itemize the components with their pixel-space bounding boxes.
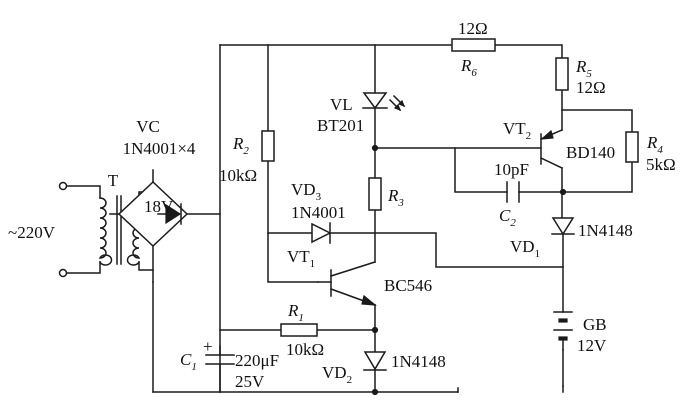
c2-left-lead xyxy=(454,147,508,193)
junction-dot xyxy=(371,326,379,334)
junction-dot xyxy=(559,188,567,196)
c1-voltage-label: 25V xyxy=(235,372,265,391)
c1-label: C1 xyxy=(180,350,197,373)
vt2-emitter-arrow-icon xyxy=(540,129,554,140)
r6-value-label: 12Ω xyxy=(458,19,488,38)
vt1-label: VT1 xyxy=(287,247,315,270)
r4-resistor xyxy=(625,131,639,163)
r5-value-label: 12Ω xyxy=(576,78,606,97)
gb-battery xyxy=(553,311,573,387)
r4-value-label: 5kΩ xyxy=(646,155,676,174)
diode-icon xyxy=(311,222,332,244)
vt2-part-label: BD140 xyxy=(566,143,615,162)
r3-resistor xyxy=(368,177,382,211)
secondary-voltage-label: 18V xyxy=(144,197,174,216)
transformer-core xyxy=(116,195,122,265)
vt1-collector xyxy=(330,261,376,277)
junction-dot xyxy=(371,388,379,396)
vl-led xyxy=(362,92,406,112)
junctions xyxy=(371,144,567,396)
battery-plate-short xyxy=(558,318,568,323)
vd2-label: VD2 xyxy=(322,363,352,386)
vc-part-label: 1N4001×4 xyxy=(123,139,196,158)
r2-label: R2 xyxy=(232,134,249,157)
mains-terminal xyxy=(58,268,68,278)
vl-part-label: BT201 xyxy=(317,116,364,135)
c1-plus-label: + xyxy=(203,337,213,356)
vt2-label: VT2 xyxy=(503,119,531,142)
c2-label: C2 xyxy=(499,206,516,229)
wires xyxy=(109,44,633,393)
c1-value-label: 220μF xyxy=(235,351,279,370)
r1-label: R1 xyxy=(287,301,304,324)
vt2-transistor xyxy=(540,129,563,169)
r4-top-lead xyxy=(561,89,633,133)
mains-input xyxy=(58,181,101,278)
bridge-rectifier xyxy=(117,180,189,283)
led-arrow-icon xyxy=(393,99,406,112)
vd3-right-lead xyxy=(329,232,564,268)
vd2-part-label: 1N4148 xyxy=(391,352,446,371)
mains-terminal xyxy=(58,181,68,191)
vd3-label: VD3 xyxy=(291,180,322,203)
diode-icon xyxy=(551,217,575,236)
diode-icon xyxy=(363,351,387,371)
vt1-emitter-arrow-icon xyxy=(361,294,377,306)
secondary-bottom-lead xyxy=(138,261,154,271)
primary-bottom-lead xyxy=(66,261,101,274)
transformer-label: T xyxy=(108,171,119,190)
r2-bottom-lead xyxy=(267,160,319,283)
gb-voltage-label: 12V xyxy=(577,336,607,355)
vd3-part-label: 1N4001 xyxy=(291,203,346,222)
r2-resistor xyxy=(261,130,275,162)
r6-resistor xyxy=(451,38,496,52)
mains-label: ~220V xyxy=(8,223,56,242)
vt1-transistor xyxy=(317,261,377,306)
vc-label: VC xyxy=(136,117,160,136)
labels: VC 1N4001×4 ~220V T 18V R2 10kΩ VD3 1N40… xyxy=(8,19,676,391)
led-icon xyxy=(362,92,388,110)
vd2-diode xyxy=(363,351,387,371)
junction-dot xyxy=(371,144,379,152)
r5-resistor xyxy=(555,57,569,91)
r6-label: R6 xyxy=(460,56,477,79)
c2-right-lead xyxy=(518,161,633,193)
vd3-diode xyxy=(311,222,332,244)
vt1-part-label: BC546 xyxy=(384,276,432,295)
gb-label: GB xyxy=(583,315,607,334)
top-rail-right xyxy=(494,44,563,59)
vd1-diode xyxy=(551,217,575,236)
primary-top-lead xyxy=(66,185,101,199)
vt2-collector xyxy=(540,157,563,169)
r4-label: R4 xyxy=(646,133,663,156)
r1-value-label: 10kΩ xyxy=(286,340,324,359)
c2-capacitor xyxy=(506,181,520,203)
r3-label: R3 xyxy=(387,186,404,209)
vl-label: VL xyxy=(330,95,353,114)
r1-resistor xyxy=(280,323,318,337)
r5-label: R5 xyxy=(575,57,592,80)
c2-value-label: 10pF xyxy=(494,160,529,179)
vd1-part-label: 1N4148 xyxy=(578,221,633,240)
primary-winding xyxy=(98,197,113,266)
vd1-label: VD1 xyxy=(510,237,540,260)
r2-value-label: 10kΩ xyxy=(219,166,257,185)
